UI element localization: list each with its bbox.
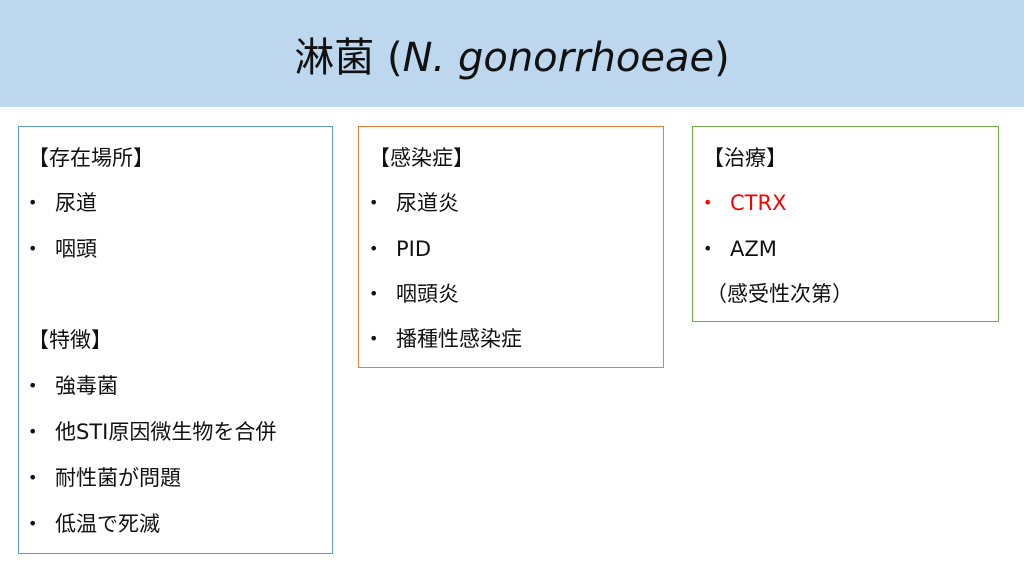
title-close: ) — [714, 34, 730, 81]
bullet-icon: • — [28, 514, 38, 533]
bullet-icon: • — [369, 284, 379, 303]
list-item: 強毒菌 — [55, 374, 118, 398]
infection-box — [358, 126, 664, 368]
list-item: AZM — [730, 237, 777, 261]
list-item: 尿道炎 — [396, 191, 459, 215]
title-species: N. gonorrhoeae — [402, 34, 715, 81]
list-item: 咽頭炎 — [396, 282, 459, 306]
infection-heading: 【感染症】 — [369, 146, 474, 170]
bullet-icon: • — [28, 422, 38, 441]
list-item: 尿道 — [55, 191, 97, 215]
location-box — [18, 126, 333, 554]
bullet-icon: • — [369, 193, 379, 212]
bullet-icon: • — [28, 468, 38, 487]
bullet-icon: • — [28, 239, 38, 258]
list-item: 播種性感染症 — [396, 327, 522, 351]
bullet-icon: • — [28, 193, 38, 212]
features-heading: 【特徴】 — [28, 328, 112, 352]
list-item-highlighted: CTRX — [730, 191, 787, 215]
list-item: 耐性菌が問題 — [55, 466, 181, 490]
location-heading: 【存在場所】 — [28, 146, 154, 170]
bullet-icon: • — [703, 193, 713, 212]
bullet-icon: • — [369, 329, 379, 348]
bullet-icon: • — [369, 239, 379, 258]
bullet-icon: • — [703, 239, 713, 258]
treatment-heading: 【治療】 — [703, 146, 787, 170]
title-text: 淋菌 ( — [294, 34, 403, 81]
list-item: 低温で死滅 — [55, 512, 160, 536]
list-item: 他STI原因微生物を合併 — [55, 420, 277, 444]
treatment-note: （感受性次第） — [706, 282, 853, 306]
title-banner: 淋菌 (N. gonorrhoeae) — [0, 0, 1024, 107]
list-item: 咽頭 — [55, 237, 97, 261]
treatment-box — [692, 126, 999, 322]
bullet-icon: • — [28, 376, 38, 395]
slide-title: 淋菌 (N. gonorrhoeae) — [294, 25, 729, 83]
list-item: PID — [396, 237, 432, 261]
